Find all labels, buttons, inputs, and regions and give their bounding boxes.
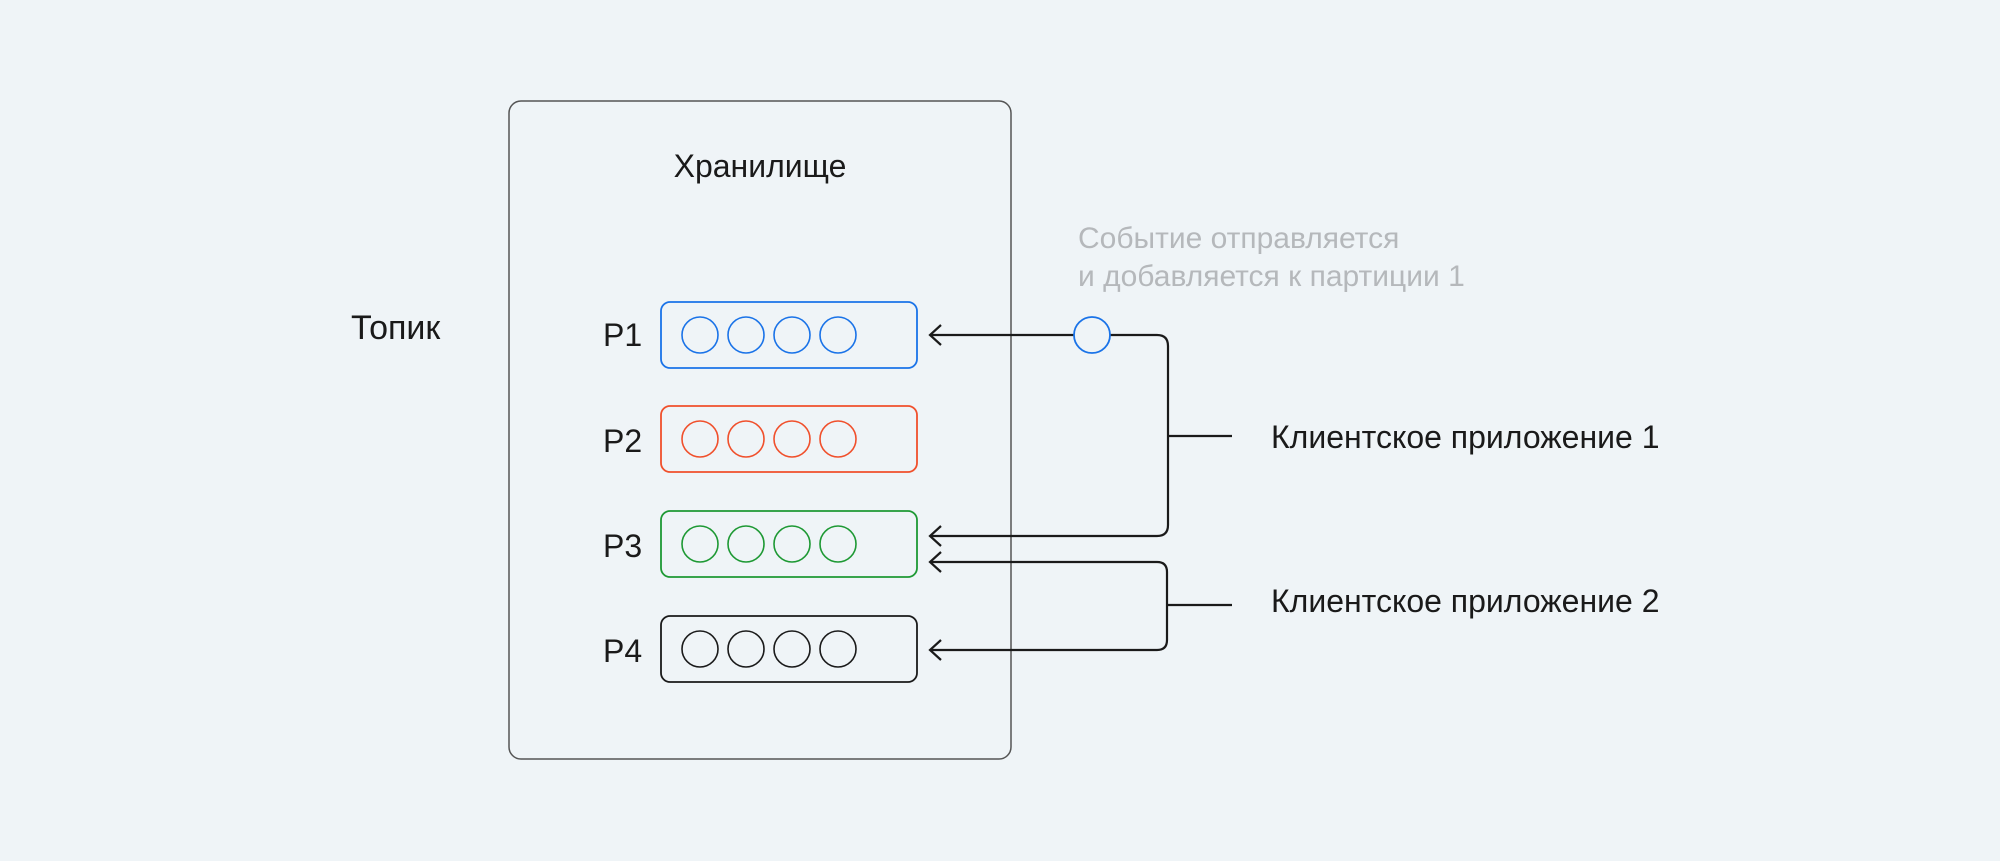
message-icon	[681, 630, 719, 668]
topic-label: Топик	[351, 309, 441, 347]
message-icon	[819, 316, 857, 354]
client-2-connector	[928, 551, 1232, 661]
partition-box	[660, 405, 918, 473]
client-1-connector	[928, 324, 1232, 547]
client-1-label: Клиентское приложение 1	[1271, 419, 1660, 455]
message-icon	[727, 630, 765, 668]
arrow-head-icon	[928, 525, 942, 547]
storage-title: Хранилище	[674, 148, 847, 184]
message-icon	[819, 630, 857, 668]
event-message-icon	[1073, 316, 1111, 354]
client-1-bracket	[930, 333, 1170, 538]
message-icon	[727, 525, 765, 563]
event-note-line-2: и добавляется к партиции 1	[1078, 260, 1465, 293]
message-icon	[681, 525, 719, 563]
message-icon	[773, 316, 811, 354]
partition-label: P3	[603, 528, 642, 564]
partition-p1: P1	[603, 301, 918, 369]
arrow-head-icon	[928, 551, 942, 573]
message-icon	[773, 420, 811, 458]
partition-p2: P2	[603, 405, 918, 473]
client-2-label: Клиентское приложение 2	[1271, 583, 1660, 619]
message-icon	[773, 525, 811, 563]
partition-box	[660, 301, 918, 369]
client-2-bracket	[930, 560, 1169, 652]
partition-box	[660, 615, 918, 683]
partition-box	[660, 510, 918, 578]
message-icon	[681, 420, 719, 458]
partition-p3: P3	[603, 510, 918, 578]
message-icon	[681, 316, 719, 354]
arrow-head-icon	[928, 639, 942, 661]
message-icon	[727, 316, 765, 354]
partition-label: P2	[603, 423, 642, 459]
message-icon	[773, 630, 811, 668]
storage-box	[508, 100, 1012, 760]
event-note-line-1: Событие отправляется	[1078, 222, 1399, 255]
partition-label: P4	[603, 633, 642, 669]
partition-p4: P4	[603, 615, 918, 683]
message-icon	[819, 420, 857, 458]
message-icon	[819, 525, 857, 563]
message-icon	[727, 420, 765, 458]
partition-label: P1	[603, 317, 642, 353]
